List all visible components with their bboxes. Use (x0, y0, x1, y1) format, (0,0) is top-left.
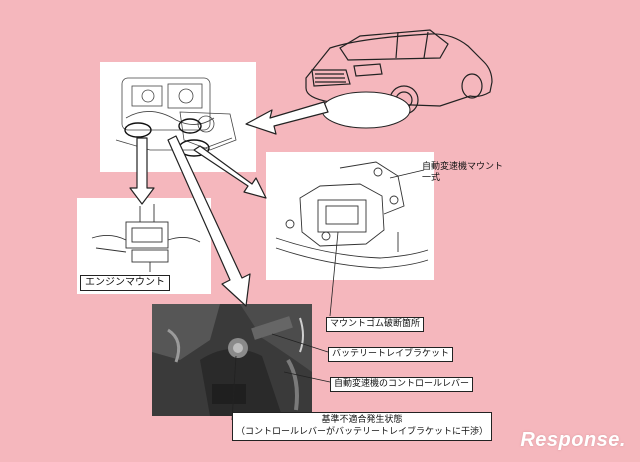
nonconformity-detail: （コントロールレバーがバッテリートレイブラケットに干渉） (236, 426, 489, 437)
arrow-engine-to-mount (129, 137, 155, 205)
transmission-mount-label: 自動変速機マウント 一式 (422, 162, 504, 184)
arrow-car-to-engine (245, 101, 329, 135)
arrow-engine-to-transmission (193, 145, 267, 199)
nonconformity-label: 基準不適合発生状態 （コントロールレバーがバッテリートレイブラケットに干渉） (232, 412, 493, 442)
response-logo: Response. (520, 429, 626, 451)
nonconformity-title: 基準不適合発生状態 (321, 415, 403, 425)
mount-rubber-break-label: マウントゴム破断箇所 (326, 317, 425, 332)
control-lever-label: 自動変速機のコントロールレバー (330, 377, 474, 392)
arrow-engine-to-photo (167, 135, 251, 307)
battery-tray-bracket-label: バッテリートレイブラケット (328, 347, 454, 362)
transmission-mount-diagram-panel (266, 152, 434, 280)
engine-mount-label: エンジンマウント (80, 275, 170, 291)
